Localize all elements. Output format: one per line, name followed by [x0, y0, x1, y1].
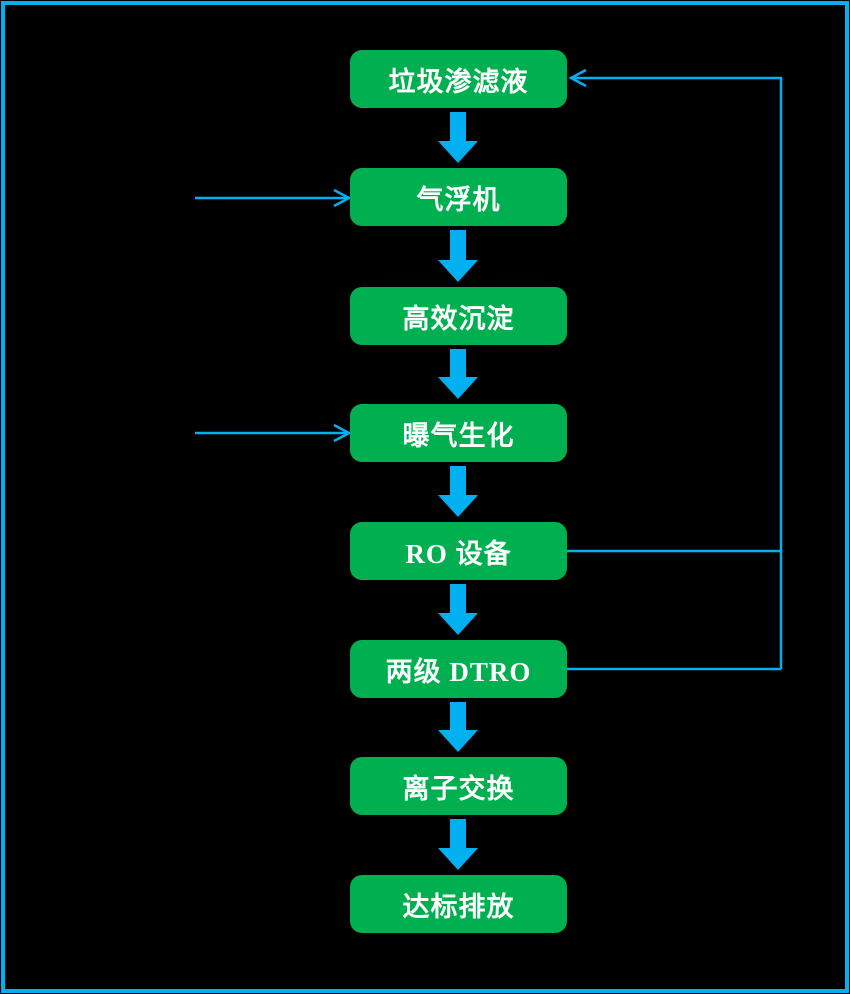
node-ion-exchange: 离子交换	[350, 757, 567, 815]
down-arrow-4	[438, 466, 478, 517]
down-arrow-2	[438, 230, 478, 282]
node-sedimentation: 高效沉淀	[350, 287, 567, 345]
recycle-line	[567, 68, 783, 671]
down-arrow-1	[438, 112, 478, 163]
down-arrow-5	[438, 584, 478, 635]
input-arrow-air-flotation	[195, 188, 352, 208]
down-arrow-6	[438, 702, 478, 752]
down-arrow-3	[438, 349, 478, 399]
input-arrow-aeration	[195, 423, 352, 443]
node-ro-equipment: RO 设备	[350, 522, 567, 580]
node-dtro: 两级 DTRO	[350, 640, 567, 698]
down-arrow-7	[438, 819, 478, 870]
node-aeration: 曝气生化	[350, 404, 567, 462]
node-leachate: 垃圾渗滤液	[350, 50, 567, 108]
node-air-flotation: 气浮机	[350, 168, 567, 226]
node-discharge: 达标排放	[350, 875, 567, 933]
